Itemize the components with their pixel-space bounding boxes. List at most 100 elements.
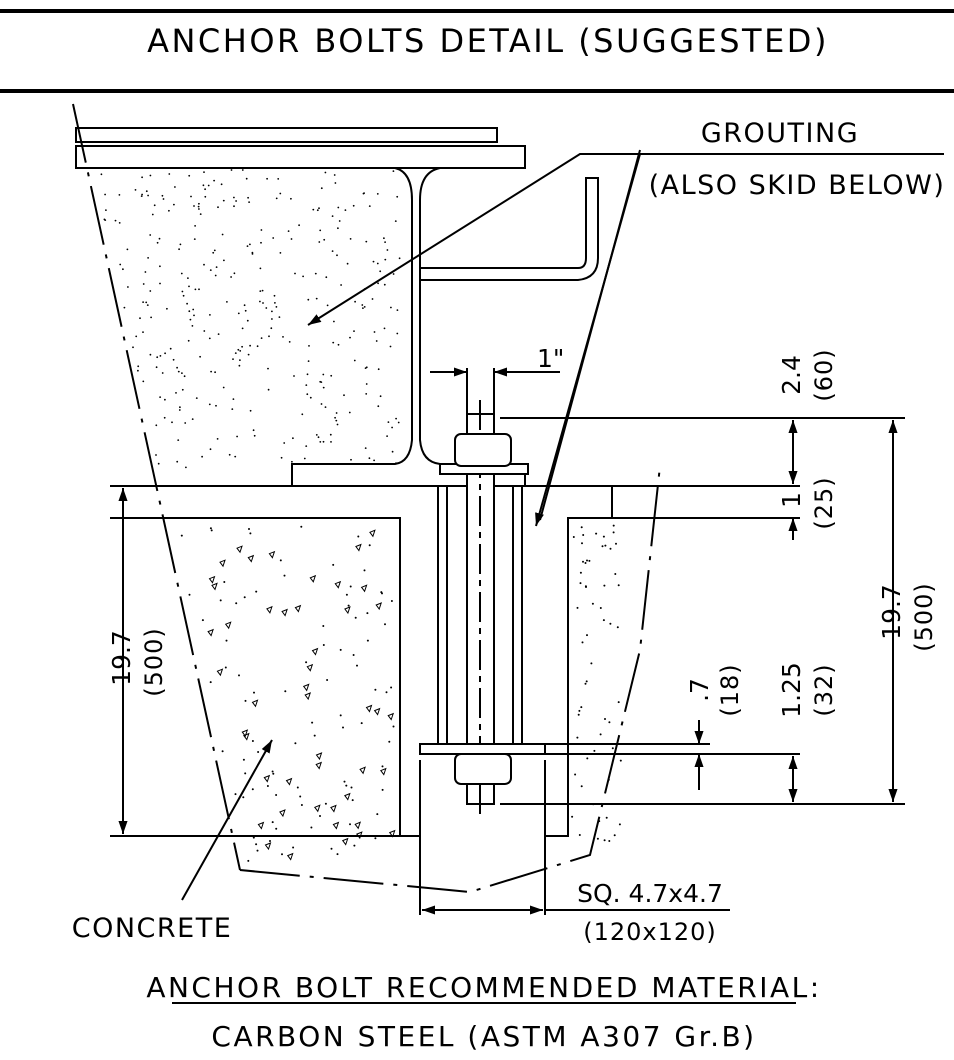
grout-dot xyxy=(319,229,322,232)
leaders xyxy=(181,153,944,901)
concrete-dot xyxy=(324,802,327,805)
grout-dot xyxy=(168,173,171,175)
concrete-dot xyxy=(281,853,283,856)
concrete-dot xyxy=(381,592,383,595)
concrete-dot xyxy=(602,619,605,622)
grout-dot xyxy=(365,393,368,395)
grout-dot xyxy=(373,331,376,333)
dim-pocket-mm: (120x120) xyxy=(583,918,717,946)
concrete-dot xyxy=(339,648,342,651)
aggregate-mark xyxy=(369,529,376,538)
grout-dot xyxy=(209,269,212,271)
aggregate-mark xyxy=(311,647,319,656)
concrete-dot xyxy=(616,626,619,629)
grouting-sublabel: (ALSO SKID BELOW) xyxy=(649,170,946,201)
grout-dot xyxy=(252,429,255,432)
top-nut xyxy=(454,433,512,467)
dim-top-proj-text: 2.4 xyxy=(777,355,806,395)
bottom-nut xyxy=(454,753,512,785)
concrete-dot xyxy=(385,691,388,694)
grout-dot xyxy=(371,298,374,300)
grout-dot xyxy=(233,196,235,199)
concrete-dot xyxy=(294,742,297,745)
concrete-dot xyxy=(591,602,594,605)
aggregate-mark xyxy=(266,605,273,614)
grout-dot xyxy=(122,268,124,271)
grout-dot xyxy=(145,301,148,304)
grout-dot xyxy=(362,307,364,309)
aggregate-mark xyxy=(334,580,342,589)
concrete-dot xyxy=(595,532,598,535)
grout-dot xyxy=(306,373,309,376)
concrete-dot xyxy=(585,680,588,683)
grout-dot xyxy=(201,455,204,458)
concrete-dot xyxy=(253,691,255,694)
grout-dot xyxy=(346,262,349,265)
grout-dot xyxy=(169,347,172,350)
concrete-dot xyxy=(235,602,238,605)
grout-dot xyxy=(191,325,194,327)
grout-dot xyxy=(226,301,228,303)
grout-dot xyxy=(202,184,205,187)
grout-dot xyxy=(132,346,134,349)
concrete-dot xyxy=(269,840,271,842)
dim-nut-mm: (32) xyxy=(810,663,838,716)
grout-dot xyxy=(268,335,270,338)
grout-dot xyxy=(126,248,129,251)
grout-dot xyxy=(193,205,195,207)
grout-dot xyxy=(354,300,356,303)
grout-dot xyxy=(271,310,273,313)
grout-dot xyxy=(323,238,326,241)
grout-dot xyxy=(292,437,294,440)
dim-plate-text: .7 xyxy=(685,678,714,702)
concrete-dot xyxy=(283,574,286,577)
grout-dot xyxy=(149,174,152,177)
grout-dot xyxy=(336,423,339,426)
grout-dot xyxy=(376,262,379,265)
aggregate-mark xyxy=(286,852,294,861)
grout-dot xyxy=(194,288,197,291)
concrete-dot xyxy=(300,804,303,806)
concrete-dot xyxy=(251,740,254,742)
dim-nut-text: 1.25 xyxy=(777,662,806,718)
grade-lines xyxy=(110,485,660,837)
aggregate-mark xyxy=(294,604,302,613)
concrete-dot xyxy=(210,529,213,532)
grout-dot xyxy=(331,215,334,218)
concrete-dot xyxy=(577,713,580,716)
grout-dot xyxy=(364,447,367,449)
aggregate-mark xyxy=(373,707,381,716)
concrete-dot xyxy=(242,758,245,761)
grout-dot xyxy=(174,186,176,188)
grout-dot xyxy=(162,198,165,200)
concrete-dot xyxy=(619,759,622,762)
grout-dot xyxy=(194,225,197,227)
grout-dot xyxy=(273,294,276,297)
grout-dot xyxy=(141,176,144,179)
grout-dot xyxy=(186,302,189,305)
grout-dot xyxy=(262,302,264,304)
grout-dot xyxy=(214,274,217,277)
grout-dot xyxy=(161,194,164,197)
aggregate-mark xyxy=(315,752,323,761)
dimension-lines xyxy=(118,367,905,915)
concrete-dot xyxy=(604,544,607,547)
grout-dot xyxy=(247,353,250,356)
grout-dot xyxy=(134,189,137,191)
concrete-dot xyxy=(602,535,605,538)
grout-dot xyxy=(287,230,290,233)
concrete-dot xyxy=(609,547,612,550)
concrete-dot xyxy=(244,772,247,775)
grout-dot xyxy=(209,314,211,316)
aggregate-mark xyxy=(359,766,366,775)
grout-dot xyxy=(157,462,160,465)
grout-dot xyxy=(386,435,388,437)
grout-dot xyxy=(344,209,347,212)
grout-dot xyxy=(298,224,300,227)
aggregate-mark xyxy=(211,582,218,591)
concrete-dot xyxy=(209,681,212,684)
grout-dot xyxy=(373,459,375,462)
grout-dot xyxy=(159,396,162,398)
concrete-dot xyxy=(586,634,588,637)
grout-dot xyxy=(244,309,247,312)
